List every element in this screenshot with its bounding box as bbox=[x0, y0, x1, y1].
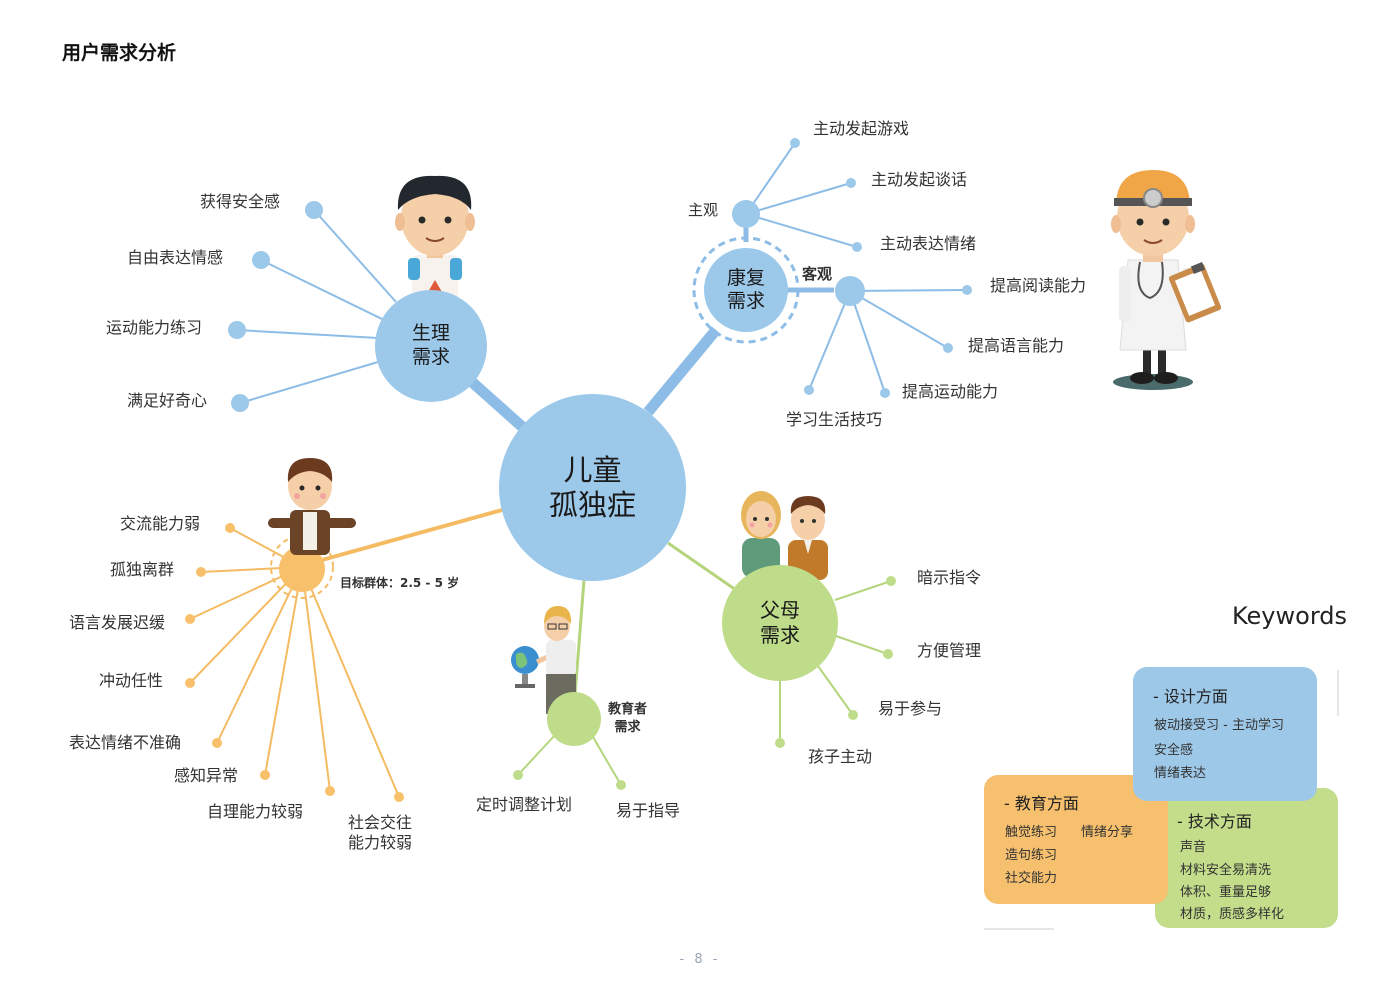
subjective-leaf-2: 主动表达情绪 bbox=[880, 234, 977, 253]
page-title: 用户需求分析 bbox=[62, 42, 177, 64]
target-leaf-3: 冲动任性 bbox=[99, 671, 164, 690]
education-item-1: 情绪分享 bbox=[1081, 825, 1134, 840]
leaf-dot bbox=[231, 394, 249, 412]
parents-leaf-0: 暗示指令 bbox=[917, 568, 982, 587]
physio-leaf-1: 自由表达情感 bbox=[127, 248, 224, 267]
subjective-node bbox=[732, 200, 760, 228]
educator-label-line2: 需求 bbox=[614, 720, 641, 735]
objective-leaf-1: 提高语言能力 bbox=[968, 336, 1065, 355]
objective-label: 客观 bbox=[802, 265, 833, 283]
objective-leaf-0: 提高阅读能力 bbox=[990, 276, 1087, 295]
target-leaf-2: 语言发展迟缓 bbox=[69, 613, 166, 632]
keywords-card-tech: - 技术方面 声音 材料安全易清洗 体积、重量足够 材质，质感多样化 bbox=[1155, 788, 1338, 928]
trunk-target bbox=[321, 508, 503, 562]
keywords-title: Keywords bbox=[1232, 602, 1348, 630]
education-heading: - 教育方面 bbox=[1004, 794, 1079, 813]
parents-leaf-3: 孩子主动 bbox=[808, 747, 873, 766]
leaf-dot bbox=[252, 251, 270, 269]
trunk-rehab bbox=[643, 326, 721, 416]
physio-node-line1: 生理 bbox=[411, 322, 450, 345]
education-item-0: 触觉练习 bbox=[1005, 825, 1058, 840]
educator-leaf-1: 易于指导 bbox=[616, 801, 681, 820]
leaf-dot bbox=[305, 201, 323, 219]
physio-node: 生理 需求 bbox=[375, 290, 487, 402]
leaf-dot bbox=[228, 321, 246, 339]
trunk-educator bbox=[573, 579, 586, 696]
educator-label-line1: 教育者 bbox=[608, 702, 648, 717]
target-leaf-0: 交流能力弱 bbox=[120, 514, 201, 533]
educator-label: 教育者 需求 bbox=[608, 701, 647, 737]
center-node: 儿童 孤独症 bbox=[499, 394, 686, 581]
educator-leaf-0: 定时调整计划 bbox=[476, 795, 573, 814]
center-node-line1: 儿童 bbox=[563, 452, 622, 487]
rehab-node-line2: 需求 bbox=[726, 290, 765, 312]
parents-leaf-1: 方便管理 bbox=[917, 641, 982, 660]
tech-item-3: 材质，质感多样化 bbox=[1180, 907, 1285, 922]
target-leaf-7-line2: 能力较弱 bbox=[348, 833, 413, 852]
subjective-leaf-1: 主动发起谈话 bbox=[871, 170, 968, 189]
child-illustration bbox=[268, 458, 356, 555]
target-leaf-4: 表达情绪不准确 bbox=[69, 733, 182, 752]
doctor-illustration bbox=[1111, 170, 1222, 390]
rehab-node: 康复 需求 bbox=[704, 248, 788, 332]
target-leaf-7-line1: 社会交往 bbox=[348, 813, 413, 832]
parents-illustration bbox=[741, 491, 828, 580]
parents-node-line1: 父母 bbox=[760, 598, 800, 622]
target-leaf-5: 感知异常 bbox=[174, 766, 239, 785]
trunk-physio bbox=[468, 377, 532, 437]
target-label: 目标群体：2.5 - 5 岁 bbox=[340, 576, 460, 590]
design-item-1: 安全感 bbox=[1154, 743, 1194, 758]
design-heading: - 设计方面 bbox=[1153, 687, 1228, 706]
target-leaf-1: 孤独离群 bbox=[110, 560, 175, 579]
tech-heading: - 技术方面 bbox=[1177, 812, 1252, 831]
center-node-line2: 孤独症 bbox=[548, 487, 636, 522]
objective-leaf-2: 提高运动能力 bbox=[902, 382, 999, 401]
page-number: - 8 - bbox=[679, 952, 721, 967]
subjective-label: 主观 bbox=[688, 201, 719, 219]
subjective-leaf-0: 主动发起游戏 bbox=[813, 119, 910, 138]
design-item-0: 被动接受习 - 主动学习 bbox=[1154, 718, 1284, 733]
tech-item-0: 声音 bbox=[1180, 840, 1207, 855]
objective-node bbox=[835, 276, 865, 306]
keywords-card-design: - 设计方面 被动接受习 - 主动学习 安全感 情绪表达 bbox=[1133, 667, 1317, 801]
parents-node-line2: 需求 bbox=[760, 623, 800, 647]
physio-leaf-2: 运动能力练习 bbox=[106, 318, 203, 337]
rehab-node-line1: 康复 bbox=[726, 267, 765, 290]
target-node bbox=[279, 546, 325, 592]
education-item-2: 造句练习 bbox=[1005, 848, 1058, 863]
physio-leaf-0: 获得安全感 bbox=[200, 192, 281, 211]
boy-illustration bbox=[395, 175, 475, 305]
tech-item-2: 体积、重量足够 bbox=[1180, 885, 1272, 900]
parents-node: 父母 需求 bbox=[722, 565, 838, 681]
physio-node-line2: 需求 bbox=[411, 346, 450, 368]
design-item-2: 情绪表达 bbox=[1154, 766, 1207, 781]
target-leaf-6: 自理能力较弱 bbox=[207, 802, 304, 821]
education-item-3: 社交能力 bbox=[1005, 871, 1058, 886]
educator-node bbox=[547, 692, 601, 746]
parents-leaf-2: 易于参与 bbox=[878, 699, 943, 718]
physio-leaf-3: 满足好奇心 bbox=[127, 391, 208, 410]
tech-item-1: 材料安全易清洗 bbox=[1180, 863, 1272, 878]
trunk-parents bbox=[667, 541, 737, 592]
objective-leaf-3: 学习生活技巧 bbox=[786, 410, 883, 429]
keywords-card-education: - 教育方面 触觉练习 情绪分享 造句练习 社交能力 bbox=[984, 775, 1168, 904]
target-leaf-7: 社会交往 能力较弱 bbox=[348, 813, 412, 853]
